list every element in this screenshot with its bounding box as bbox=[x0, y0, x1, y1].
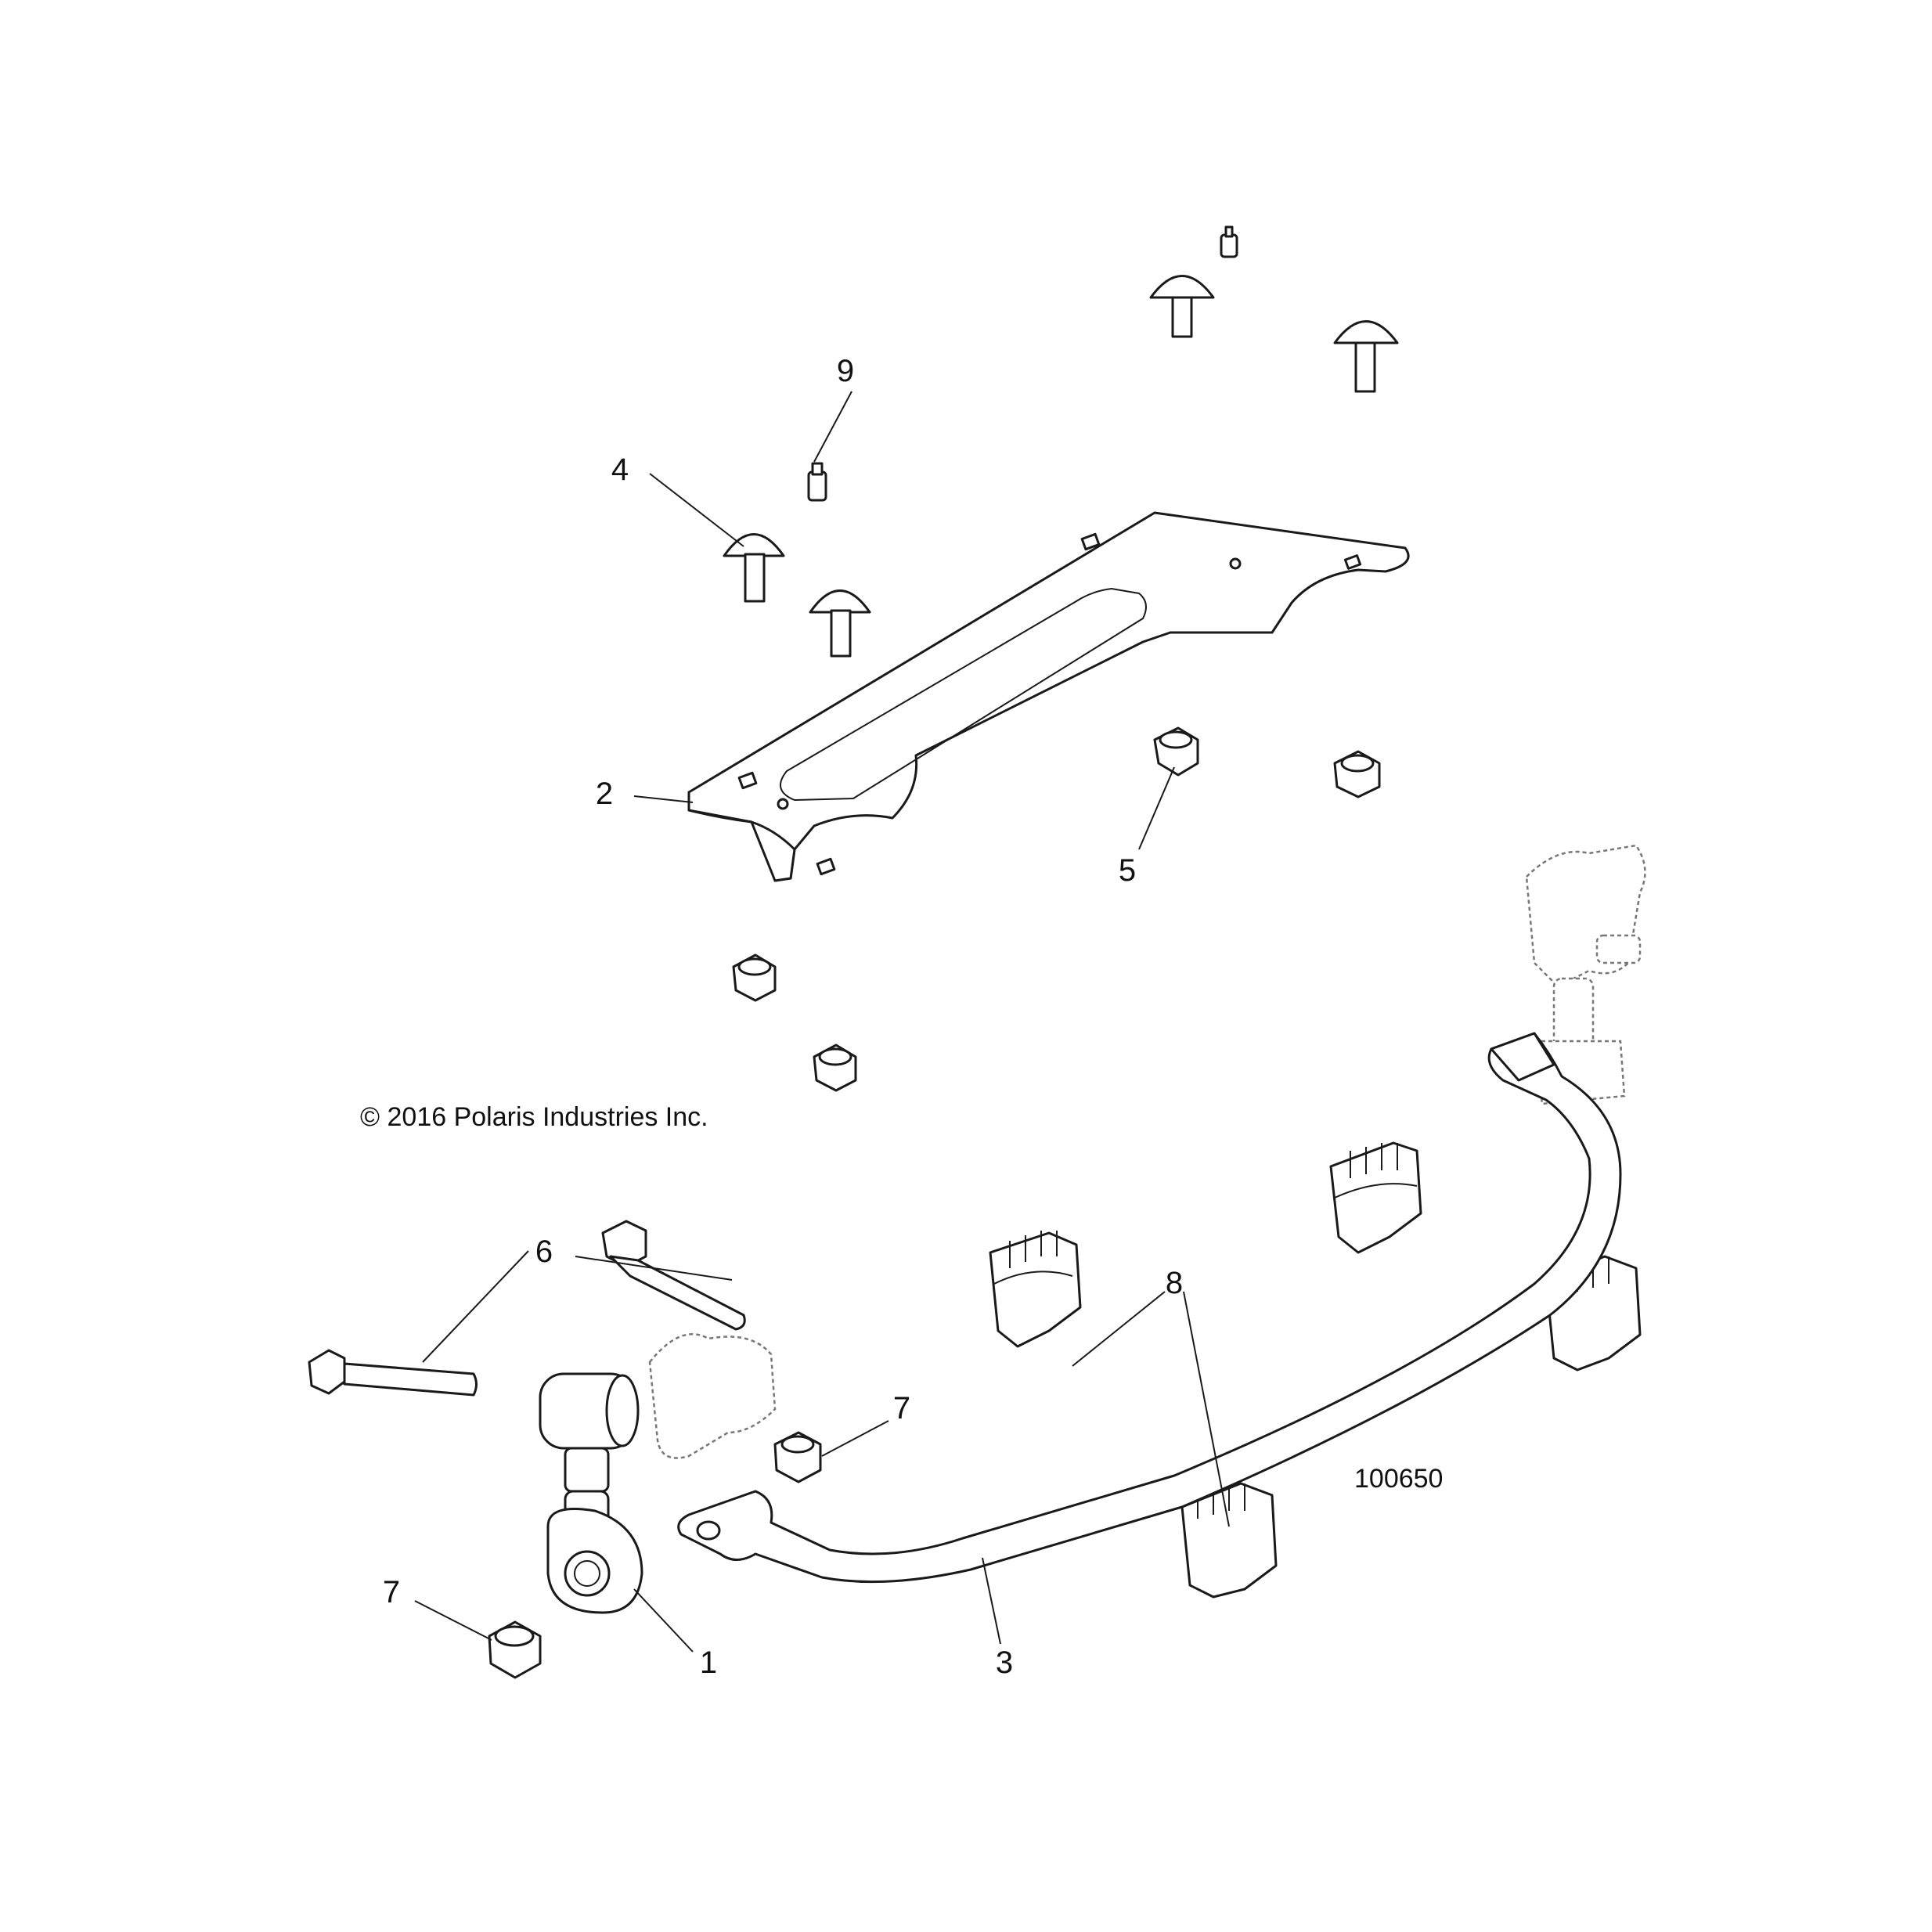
callout-3: 3 bbox=[996, 1645, 1013, 1680]
carriage-bolt-4b bbox=[809, 589, 871, 658]
callout-1: 1 bbox=[700, 1645, 717, 1680]
flange-bolt-6b bbox=[601, 1220, 746, 1331]
callout-7-upper: 7 bbox=[893, 1391, 910, 1426]
flange-nut-5d bbox=[813, 1043, 857, 1092]
bushing-clamp-8b bbox=[1180, 1480, 1278, 1599]
carriage-bolt-4a bbox=[723, 533, 785, 603]
bushing-clamp-8a bbox=[989, 1231, 1082, 1348]
figure-number: 100650 bbox=[1354, 1464, 1443, 1494]
grease-fitting-top bbox=[1220, 225, 1238, 258]
flange-nut-7a bbox=[773, 1431, 822, 1483]
flange-nut-5a bbox=[1153, 726, 1199, 777]
callout-9: 9 bbox=[837, 354, 854, 388]
flange-nut-5b bbox=[1333, 750, 1381, 798]
bushing-clamp-8c bbox=[1329, 1141, 1422, 1254]
copyright-notice: © 2016 Polaris Industries Inc. bbox=[360, 1102, 708, 1132]
carriage-bolt-top-left bbox=[1149, 275, 1215, 338]
grease-fitting-9 bbox=[807, 462, 827, 502]
callout-8: 8 bbox=[1166, 1266, 1183, 1300]
frame-bracket-ghost bbox=[648, 1333, 777, 1459]
callout-labels: 9 4 2 5 6 7 8 7 1 3 bbox=[383, 354, 1183, 1680]
flange-nut-7b bbox=[488, 1620, 542, 1679]
callout-4: 4 bbox=[611, 452, 629, 487]
carriage-bolt-top-right bbox=[1333, 320, 1399, 393]
callout-6: 6 bbox=[535, 1235, 553, 1269]
mounting-bracket bbox=[687, 511, 1410, 882]
callout-2: 2 bbox=[596, 777, 613, 811]
leader-lines bbox=[414, 391, 1230, 1653]
stabilizer-bar bbox=[677, 1032, 1622, 1584]
stabilizer-end-link bbox=[539, 1372, 643, 1614]
callout-7-lower: 7 bbox=[383, 1575, 400, 1609]
flange-bolt-6a bbox=[308, 1349, 478, 1397]
flange-nut-5c bbox=[732, 953, 777, 1002]
callout-5: 5 bbox=[1119, 853, 1136, 888]
